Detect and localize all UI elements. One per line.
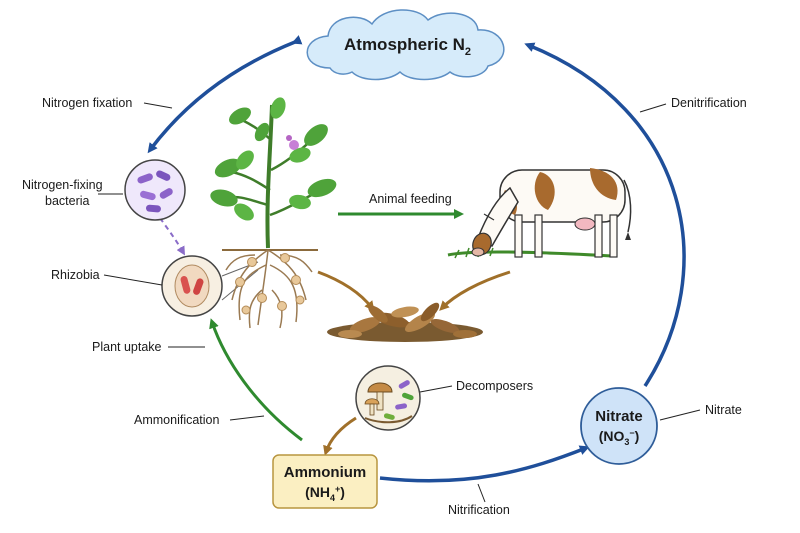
ammonification-label: Ammonification — [134, 413, 219, 427]
decomposers-label: Decomposers — [456, 379, 533, 393]
ammonium-formula: (NH4+) — [305, 484, 345, 503]
ammonium-box — [272, 454, 378, 509]
nitrogen-fixing-bacteria-label-line2: bacteria — [45, 194, 90, 208]
nitrogen-fixation-arrow — [147, 35, 303, 154]
ammonification-arrow — [209, 318, 303, 442]
ammonium-label: Ammonium — [284, 464, 367, 481]
plant-illustration — [210, 97, 337, 251]
leaf-litter-pile — [327, 302, 483, 342]
nitrogen-fixing-bacteria-label-line1: Nitrogen-fixing — [22, 178, 103, 192]
nitrification-label: Nitrification — [448, 503, 510, 517]
root-nodules — [235, 253, 305, 315]
nitrate-formula: (NO3−) — [599, 428, 640, 447]
plant-to-litter-arrow — [317, 270, 375, 312]
nitrification-arrow — [379, 445, 590, 483]
atmospheric-n2-label: Atmospheric N2 — [344, 35, 471, 58]
decomposers-to-ammonium-arrow — [323, 416, 357, 456]
bacteria-to-rhizobia-arrow — [159, 217, 186, 256]
nitrate-circle-label: Nitrate — [595, 408, 643, 425]
plant-roots — [225, 249, 313, 329]
animal-to-litter-arrow — [439, 270, 511, 311]
nitrogen-fixation-label: Nitrogen fixation — [42, 96, 132, 110]
denitrification-label: Denitrification — [671, 96, 747, 110]
rhizobia-label: Rhizobia — [51, 268, 100, 282]
plant-uptake-label: Plant uptake — [92, 340, 162, 354]
nitrate-circle — [580, 387, 658, 465]
animal-feeding-label: Animal feeding — [369, 192, 452, 206]
nitrogen-fixing-bacteria-icon — [124, 159, 186, 221]
cow-illustration — [447, 168, 632, 259]
decomposers-icon — [355, 365, 421, 431]
nitrate-side-label: Nitrate — [705, 403, 742, 417]
denitrification-arrow — [524, 42, 686, 387]
rhizobia-icon — [161, 255, 259, 317]
atmospheric-n2-cloud — [306, 9, 505, 81]
